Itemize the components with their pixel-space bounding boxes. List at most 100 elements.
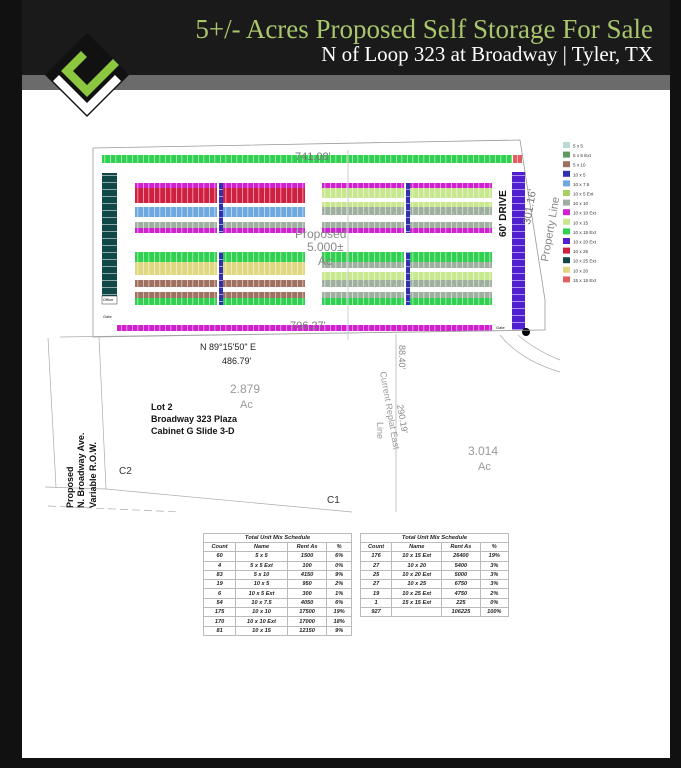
table-cell: 10 x 10 [235, 607, 288, 618]
table-cell: 9% [326, 569, 352, 581]
table-cell: 1 [359, 597, 393, 609]
unit-divisions [223, 298, 305, 305]
unit-divisions [322, 188, 404, 198]
legend-swatch [563, 151, 570, 158]
legend-swatch [563, 228, 570, 235]
column-header: Count [359, 541, 393, 553]
unit-divisions [135, 222, 217, 228]
table-cell: 225 [441, 597, 481, 609]
table-cell: 10 x 10 Ext [235, 616, 288, 627]
corner-marker [522, 328, 530, 336]
unit-divisions [322, 207, 404, 215]
bearing-label: N 89°15'50" E [200, 342, 256, 352]
legend-label: 15 x 15 Ext [573, 278, 597, 283]
table-cell: 1500 [286, 551, 328, 562]
table-cell: 6 [202, 588, 237, 599]
unit-divisions [322, 272, 404, 280]
lot-cabinet: Cabinet G Slide 3-D [151, 426, 235, 436]
column-header: Rent As [441, 541, 481, 553]
table-cell: 100% [479, 607, 509, 618]
table-cell: 10 x 25 Ext [391, 588, 443, 599]
property-boundary [92, 139, 546, 338]
table-cell: 5000 [441, 569, 481, 581]
unit-divisions [223, 252, 305, 262]
legend-label: 10 x 20 Ext [573, 240, 597, 245]
legend-label: 10 x 15 [573, 220, 589, 225]
unit-divisions [135, 280, 217, 287]
table-cell: 4050 [286, 597, 328, 609]
table-cell: 106225 [441, 607, 481, 618]
unit-divisions [322, 298, 404, 305]
table-cell: 100 [286, 560, 328, 571]
table-cell: 950 [286, 579, 328, 590]
table-cell: 6% [326, 597, 352, 609]
bearing-distance: 486.79' [222, 356, 252, 366]
legend-swatch [563, 190, 570, 196]
table-cell: 17500 [286, 607, 328, 618]
legend-label: 10 x 20 [573, 268, 589, 273]
east-line-label-2: Line [375, 422, 385, 439]
legend-swatch [563, 238, 570, 244]
unit-divisions [322, 222, 404, 228]
road-label-2: N. Broadway Ave. [76, 433, 86, 508]
table-cell: 15 x 15 Ext [391, 597, 443, 609]
unit-divisions [513, 155, 522, 163]
table-cell: 5 x 5 Ext [235, 560, 288, 571]
legend-swatch [563, 142, 570, 148]
table-cell: 10 x 20 Ext [391, 569, 443, 581]
table-cell: 10 x 25 [391, 579, 443, 590]
unit-divisions [223, 292, 305, 298]
unit-divisions [406, 252, 410, 305]
center-label-2: 5.000± [307, 240, 344, 254]
left-border [0, 0, 22, 768]
center-label-1: Proposed [295, 227, 346, 241]
legend-swatch [563, 218, 570, 225]
table-cell: 170 [202, 616, 237, 627]
table-cell: 175 [202, 607, 237, 618]
table-cell: 19% [479, 551, 509, 562]
unit-divisions [223, 183, 305, 188]
table-cell: 176 [359, 551, 393, 562]
table-cell: 25 [359, 569, 393, 581]
unit-divisions [223, 188, 305, 203]
unit-divisions [219, 183, 223, 233]
table-cell: 10 x 5 Ext [235, 588, 288, 599]
gate-right-label: Gate [496, 325, 505, 330]
column-header: Name [235, 541, 288, 553]
page-subtitle: N of Loop 323 at Broadway | Tyler, TX [321, 42, 653, 66]
unit-divisions [135, 207, 217, 217]
table-cell: 0% [326, 560, 352, 571]
column-header: % [479, 541, 509, 553]
table-cell: 27 [359, 579, 393, 590]
legend-swatch [563, 180, 570, 187]
unit-divisions [322, 252, 404, 262]
legend-swatch [563, 276, 570, 283]
unit-divisions [410, 292, 492, 298]
center-label-3: Ac [318, 254, 332, 268]
legend-label: 5 x 10 [573, 163, 586, 168]
column-header: Count [202, 541, 237, 553]
table-cell: 60 [202, 551, 237, 562]
table-cell: 4150 [286, 569, 328, 581]
unit-divisions [135, 298, 217, 305]
unit-divisions [410, 252, 492, 262]
top-dimension: 741.08' [295, 151, 331, 163]
legend-swatch [563, 170, 570, 177]
unit-divisions [223, 207, 305, 217]
unit-divisions [117, 325, 492, 331]
lot-acres-unit: Ac [240, 399, 253, 411]
lot-name: Lot 2 [151, 402, 173, 412]
table-cell: 2% [479, 588, 509, 599]
unit-divisions [410, 188, 492, 198]
header-gray-bar [22, 75, 681, 90]
table-cell: 17000 [286, 616, 328, 627]
